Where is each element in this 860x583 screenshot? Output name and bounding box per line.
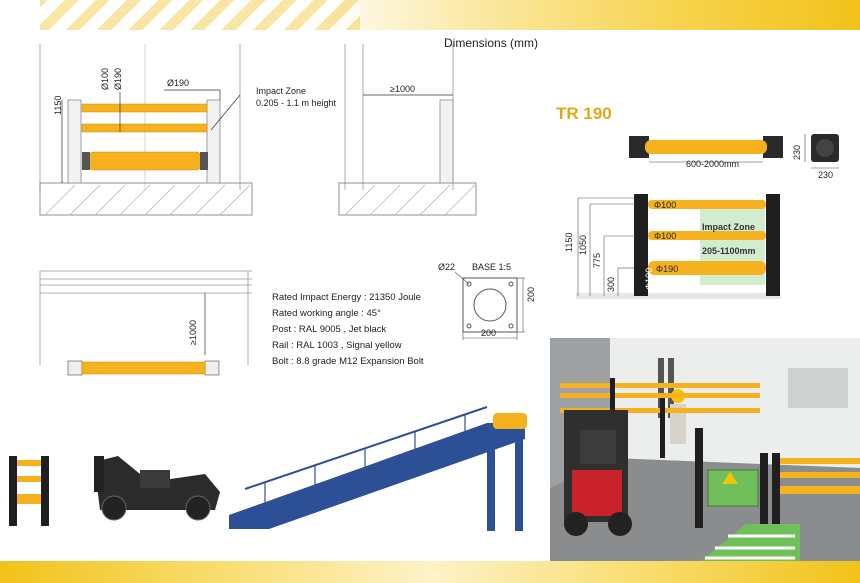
top-clearance-label: ≥1000 [188, 320, 198, 345]
front-height-label: 1150 [53, 95, 63, 115]
render-zone-title: Impact Zone [702, 222, 756, 232]
front-dia-top-label: Ø190 [167, 78, 190, 88]
base-title: BASE 1:5 [472, 262, 512, 272]
render-rail1: Φ100 [654, 200, 677, 210]
render-length-label: 600-2000mm [686, 159, 740, 169]
render-h775: 775 [592, 252, 602, 268]
small-barrier-illustration [9, 456, 49, 526]
render-h1050: 1050 [578, 234, 588, 255]
impact-zone-title: Impact Zone [256, 86, 307, 96]
base-width-label: 200 [481, 328, 497, 338]
side-view-drawing [338, 44, 477, 216]
page-title: Dimensions (mm) [444, 36, 539, 50]
product-title: TR 190 [556, 104, 612, 123]
bottom-banner [0, 561, 860, 583]
ramp-illustration [229, 406, 527, 531]
front-dia-rail-label: Ø100 [100, 67, 110, 90]
render-h300: 300 [606, 276, 616, 292]
top-stripes [40, 0, 360, 30]
render-top-view [629, 134, 839, 169]
warehouse-scene [550, 338, 860, 562]
spec-bolt: Bolt : 8.8 grade M12 Expansion Bolt [272, 356, 424, 367]
base-plate-drawing [454, 271, 525, 340]
front-view-drawing [39, 44, 253, 216]
spec-working-angle: Rated working angle : 45° [272, 308, 381, 319]
test-rig-illustration [94, 456, 220, 521]
top-banner [0, 0, 860, 30]
front-dia-post-label: Ø190 [113, 67, 123, 90]
render-zone-range: 205-1100mm [702, 246, 756, 256]
warehouse-render [550, 338, 860, 562]
base-hole-label: Ø22 [438, 262, 456, 272]
render-front-view [576, 194, 781, 299]
side-clearance-label: ≥1000 [390, 84, 415, 94]
spec-rail-color: Rail : RAL 1003 , Signal yellow [272, 340, 402, 351]
top-view-drawing [39, 270, 252, 376]
render-rail2: Φ100 [654, 231, 677, 241]
base-height-label: 200 [526, 286, 536, 302]
impact-zone-range: 0.205 - 1.1 m height [256, 98, 337, 108]
render-post: Φ190 [644, 267, 654, 290]
render-h1150: 1150 [564, 232, 574, 252]
spec-post-color: Post : RAL 9005 , Jet black [272, 324, 387, 335]
render-depth-label: 230 [792, 144, 802, 160]
render-rail3: Φ190 [656, 264, 679, 274]
spec-impact-energy: Rated Impact Energy : 21350 Joule [272, 292, 421, 303]
render-width-label: 230 [818, 170, 834, 180]
